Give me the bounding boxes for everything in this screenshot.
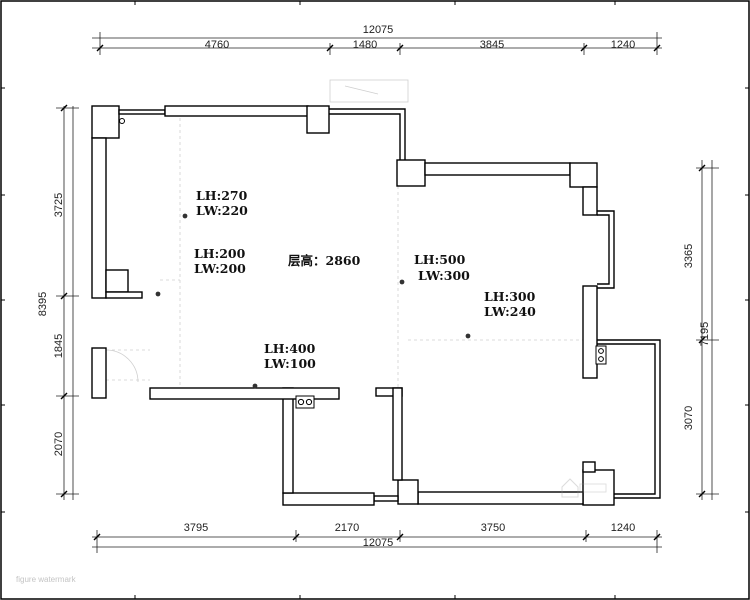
ceiling-height-label: 层高：2860 <box>288 253 361 268</box>
balcony-outline <box>329 79 409 103</box>
dim-bottom-3: 3750 <box>481 522 505 534</box>
column-top-left <box>91 105 120 139</box>
column-bottom-right <box>582 469 615 506</box>
dim-left-3: 2070 <box>53 432 65 456</box>
beam-5-lw: LW:100 <box>264 356 316 371</box>
dim-bottom-4: 1240 <box>611 522 635 534</box>
column-top-mid <box>306 105 330 134</box>
beam-4-lw: LW:240 <box>484 304 536 319</box>
dim-top-4: 1240 <box>611 39 635 51</box>
column-mid <box>396 159 426 187</box>
beam-1-lw: LW:220 <box>196 203 248 218</box>
column-top-right <box>569 162 598 188</box>
dim-bottom-1: 3795 <box>184 522 208 534</box>
dim-right-2: 3070 <box>683 406 695 430</box>
beam-2-lh: LH:200 <box>194 246 246 261</box>
walls <box>91 105 661 506</box>
dim-bottom-2: 2170 <box>335 522 359 534</box>
beam-markers <box>155 213 471 389</box>
beam-2-lw: LW:200 <box>194 261 246 276</box>
dimension-lines <box>56 32 719 553</box>
beam-3-lh: LH:500 <box>414 252 466 267</box>
beam-marker <box>155 291 161 297</box>
fixture-circle <box>305 398 313 406</box>
beam-marker <box>465 333 471 339</box>
dim-left-total: 8395 <box>37 292 49 316</box>
dim-right-1: 3365 <box>683 244 695 268</box>
beam-3-lw: LW:300 <box>418 268 470 283</box>
dim-top-total: 12075 <box>363 24 394 36</box>
fixture-circle <box>119 118 125 124</box>
dim-left-2: 1845 <box>53 334 65 358</box>
beam-marker <box>182 213 188 219</box>
watermark-logo <box>561 478 607 498</box>
dim-right-total: 7195 <box>699 322 711 346</box>
dim-bottom-total: 12075 <box>363 537 394 549</box>
beam-marker <box>252 383 258 389</box>
dimension-ticks <box>60 44 706 541</box>
fixture-circle <box>598 356 604 362</box>
dim-top-2: 1480 <box>353 39 377 51</box>
fixture-circle <box>297 398 305 406</box>
beam-1-lh: LH:270 <box>196 188 248 203</box>
dim-left-1: 3725 <box>53 193 65 217</box>
column-bottom-mid <box>397 479 419 505</box>
fixtures <box>119 118 607 409</box>
door-swing <box>105 349 139 383</box>
watermark-text: figure watermark <box>16 575 77 584</box>
beam-marker <box>399 279 405 285</box>
beam-4-lh: LH:300 <box>484 289 536 304</box>
guide-lines <box>106 118 583 390</box>
dim-top-3: 3845 <box>480 39 504 51</box>
beam-5-lh: LH:400 <box>264 341 316 356</box>
dim-top-1: 4760 <box>205 39 229 51</box>
fixture-circle <box>598 348 604 354</box>
